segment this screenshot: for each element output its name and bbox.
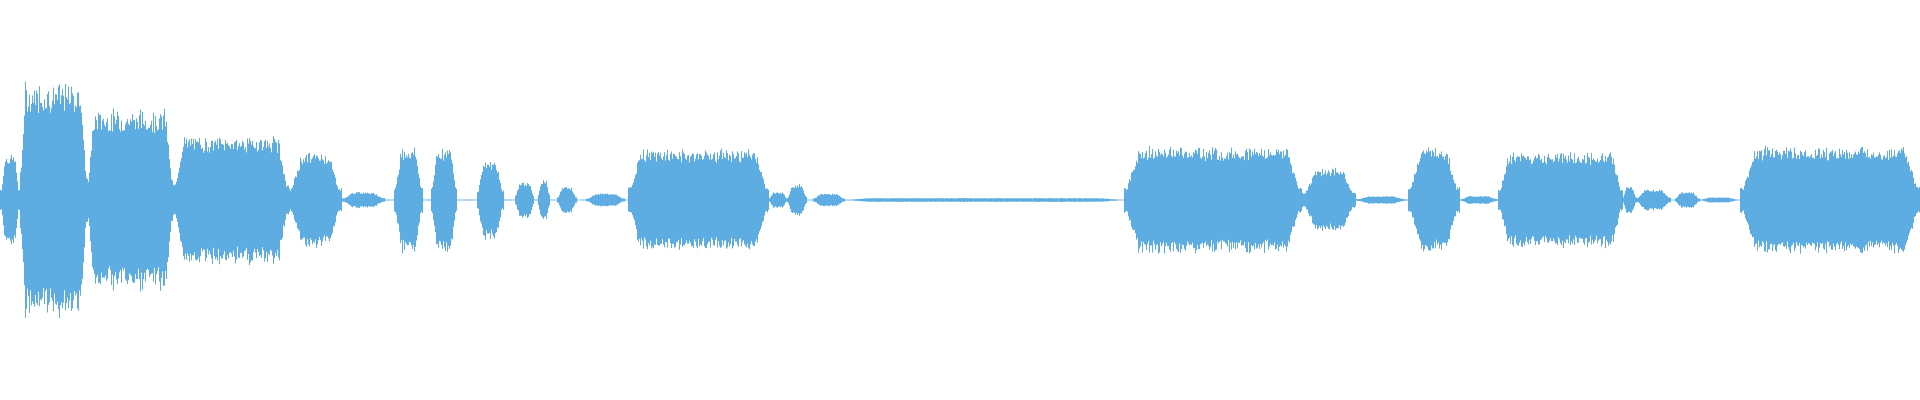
waveform-samples xyxy=(0,81,1920,318)
waveform-path xyxy=(0,81,1920,318)
